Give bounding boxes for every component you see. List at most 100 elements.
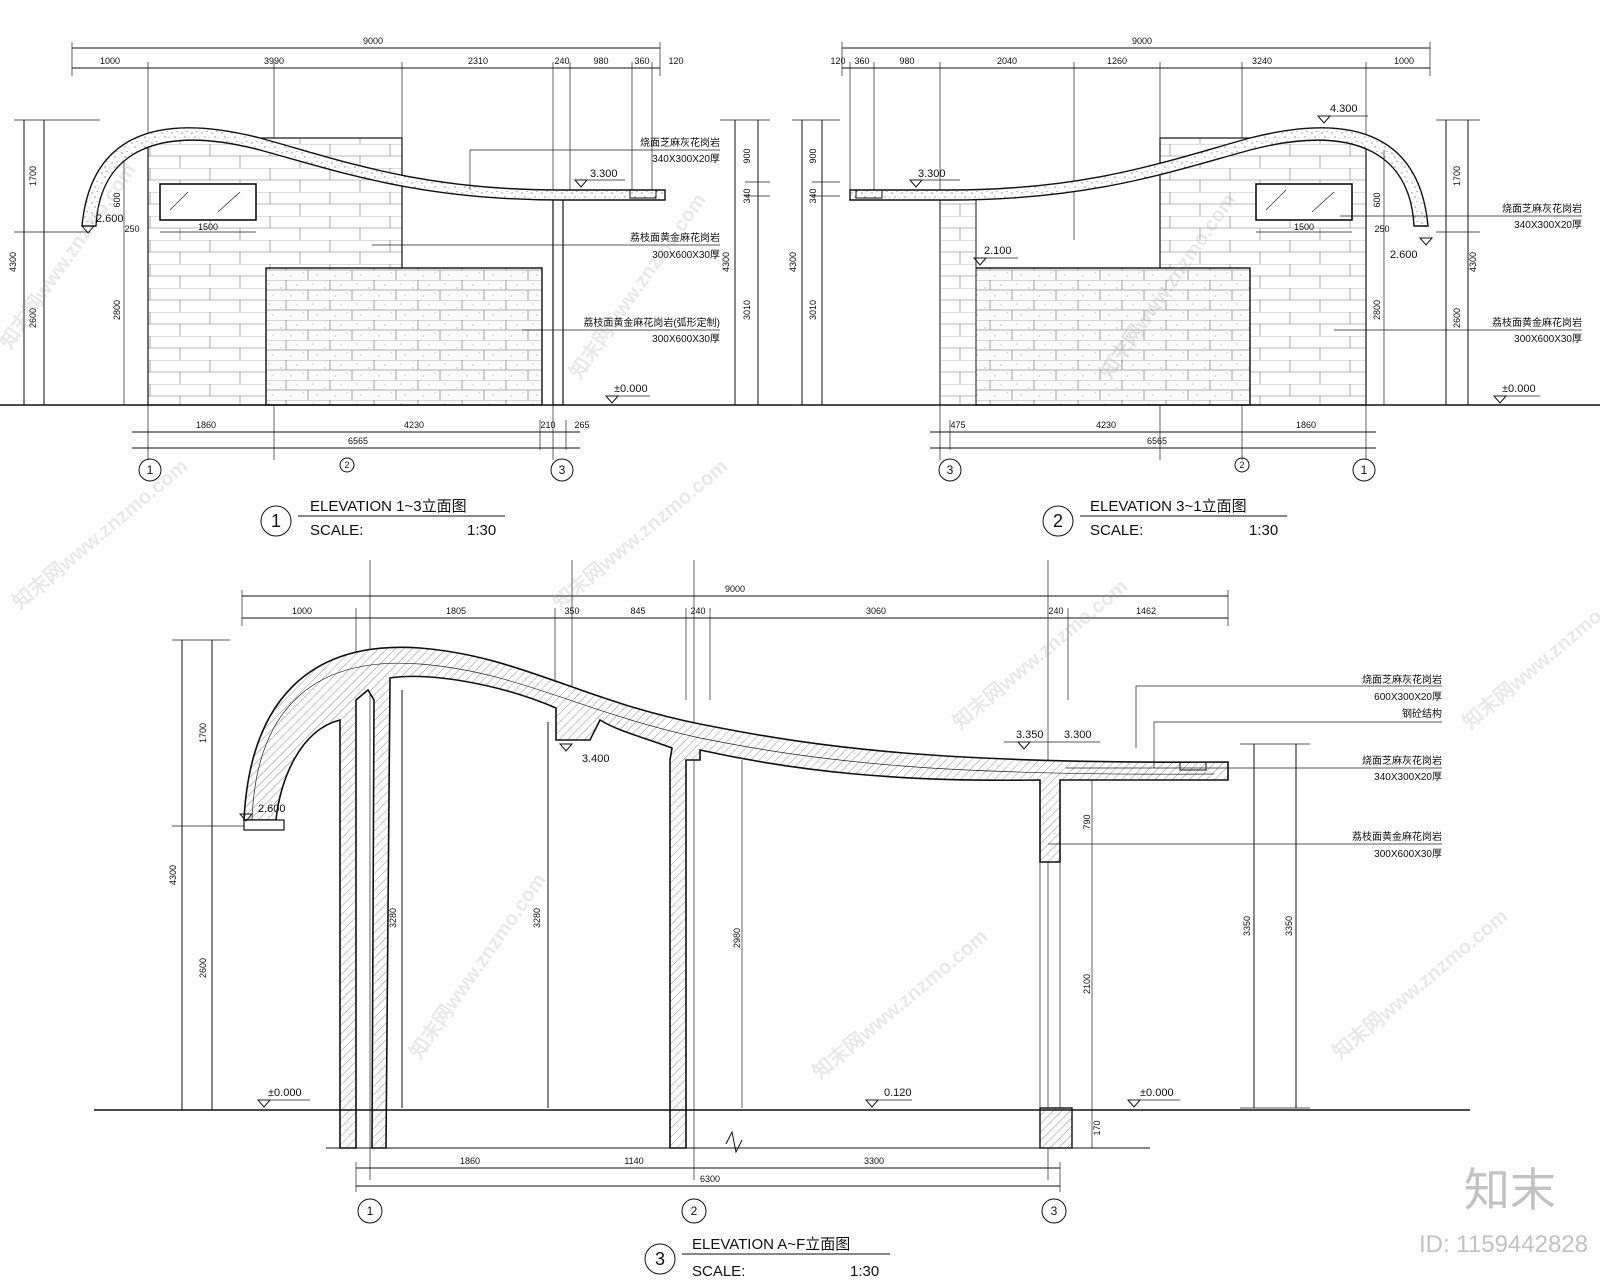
- e1-title: ELEVATION 1~3立面图: [310, 498, 467, 515]
- e2-title: ELEVATION 3~1立面图: [1090, 498, 1247, 515]
- e3-right-total: 3350: [1242, 916, 1252, 936]
- e1-bottom-dim: 1860: [196, 420, 216, 430]
- e3-note-line1: 荔枝面黄金麻花岗岩: [1352, 830, 1442, 843]
- e3-level-ground-left: ±0.000: [268, 1087, 302, 1099]
- e2-badge: 2: [1053, 511, 1063, 531]
- e2-top-dim: 1000: [1394, 56, 1414, 66]
- watermark-text: 知末网www.znzmo.com: [808, 924, 992, 1084]
- e2-bottom-dim: 4230: [1096, 420, 1116, 430]
- watermark-text: 知末网www.znzmo.com: [548, 454, 732, 614]
- watermark-text: 知末网www.znzmo.com: [0, 159, 141, 353]
- e2-bottom-dim: 1860: [1296, 420, 1316, 430]
- watermark-text: 知末网www.znzmo.com: [948, 574, 1132, 734]
- e2-top-dim: 980: [899, 56, 914, 66]
- e3-top-dim: 240: [1048, 606, 1063, 616]
- e3-bottom-dim: 1860: [460, 1156, 480, 1166]
- e1-top-dim: 360: [634, 56, 649, 66]
- e3-height-dim: 3280: [532, 908, 542, 928]
- e1-top-dim: 120: [668, 56, 683, 66]
- e2-axis-label: 3: [947, 463, 954, 477]
- e2-note-line2: 300X600X30厚: [1514, 333, 1582, 345]
- e1-column: [552, 197, 564, 406]
- e1-top-total: 9000: [363, 36, 383, 46]
- e2-level-peak: 4.300: [1330, 103, 1358, 115]
- e2-window-width: 1500: [1294, 222, 1314, 232]
- e3-level-roof-end: 2.600: [258, 803, 286, 815]
- e3-left-total: 4300: [168, 865, 178, 885]
- e1-level-ground: ±0.000: [614, 383, 648, 395]
- e2-left-dim: 900: [808, 148, 818, 163]
- e1-right-dim: 900: [742, 148, 752, 163]
- e2-curved-roof: [849, 127, 1429, 227]
- e1-note-line1: 荔枝面黄金麻花岗岩(弧形定制): [583, 316, 720, 329]
- e2-scale-value: 1:30: [1249, 522, 1278, 539]
- e1-note-line1: 烧面芝麻灰花岗岩: [640, 136, 720, 149]
- e2-note-line2: 340X300X20厚: [1514, 219, 1582, 231]
- e3-note-line3: 钢砼结构: [1402, 707, 1442, 720]
- e2-top-total: 9000: [1132, 36, 1152, 46]
- e2-top-dim: 360: [854, 56, 869, 66]
- e1-bottom-dim: 210: [540, 420, 555, 430]
- image-id: ID: 1159442828: [1419, 1231, 1588, 1258]
- e2-bottom-dim: 475: [950, 420, 965, 430]
- watermark-text: 知末网www.znzmo.com: [1458, 574, 1600, 734]
- e2-right-dim: 1700: [1452, 166, 1462, 186]
- e2-right-dim: 2600: [1452, 308, 1462, 328]
- e1-top-dim: 980: [593, 56, 608, 66]
- e3-axis-label: 3: [1051, 1204, 1058, 1218]
- e3-top-dim: 350: [564, 606, 579, 616]
- e1-top-dim: 3990: [264, 56, 284, 66]
- e3-right-vertical: 790: [1082, 814, 1092, 829]
- e1-note-line2: 300X600X30厚: [652, 249, 720, 261]
- e3-level-ground-right: ±0.000: [1140, 1087, 1174, 1099]
- e3-bottom-total: 6300: [700, 1174, 720, 1184]
- e2-window: [1255, 183, 1353, 221]
- e2-inner-dim: 2800: [1372, 300, 1382, 320]
- e3-left-dim: 1700: [198, 723, 208, 743]
- e2-right-total: 4300: [1468, 252, 1478, 272]
- e3-top-dim: 1000: [292, 606, 312, 616]
- watermark-text: 知末网www.znzmo.com: [564, 189, 710, 383]
- e3-note-line1: 烧面芝麻灰花岗岩: [1362, 673, 1442, 686]
- e2-top-dim: 1260: [1107, 56, 1127, 66]
- e1-right-dim: 3010: [742, 300, 752, 320]
- e1-bottom-dim: 4230: [404, 420, 424, 430]
- e3-top-total: 9000: [725, 584, 745, 594]
- e2-inner-dim: 600: [1372, 192, 1382, 207]
- brand-logo: 知末: [1464, 1164, 1556, 1216]
- e1-top-dim: 2310: [468, 56, 488, 66]
- e2-top-dim: 2040: [997, 56, 1017, 66]
- e3-level-floor: 0.120: [884, 1087, 912, 1099]
- e1-scale-label: SCALE:: [310, 522, 363, 539]
- e1-bottom-dim: 265: [574, 420, 589, 430]
- e3-level-beam: 3.400: [582, 753, 610, 765]
- e3-top-dim: 845: [630, 606, 645, 616]
- e1-note-line2: 300X600X30厚: [652, 333, 720, 345]
- e1-edge-dim: 250: [124, 224, 139, 234]
- e1-front-wall: [265, 267, 543, 406]
- e1-right-dim: 340: [742, 188, 752, 203]
- e3-right-total: 3350: [1284, 916, 1294, 936]
- e2-note-line1: 烧面芝麻灰花岗岩: [1502, 202, 1582, 215]
- e2-edge-dim: 250: [1374, 224, 1389, 234]
- e1-axis-label: 2: [344, 460, 349, 470]
- e2-left-total: 4300: [788, 252, 798, 272]
- e3-note-line2: 340X300X20厚: [1374, 771, 1442, 783]
- e2-top-dim: 120: [830, 56, 845, 66]
- e3-bottom-dim: 1140: [624, 1156, 643, 1166]
- e1-window: [159, 183, 257, 221]
- e1-right-total: 4300: [721, 252, 731, 272]
- e3-top-dim: 1805: [446, 606, 466, 616]
- e3-axis-label: 2: [691, 1204, 698, 1218]
- e2-level-ground: ±0.000: [1502, 383, 1536, 395]
- e3-right-vertical: 2100: [1082, 974, 1092, 994]
- e1-curved-roof: [81, 127, 666, 227]
- e2-top-dim: 3240: [1252, 56, 1272, 66]
- e2-front-wall: [973, 267, 1251, 406]
- e3-right-vertical: 170: [1092, 1120, 1102, 1135]
- e2-side-wall: [939, 197, 977, 406]
- elevation-1: 9000 1000 3990 2310 240 980 360 120 1700…: [0, 36, 800, 539]
- elevation-2: 9000 120 360 980 2040 1260 3240 1000 900…: [788, 36, 1600, 539]
- watermark-text: 知末网www.znzmo.com: [404, 869, 550, 1063]
- e3-note-line2: 600X300X20厚: [1374, 691, 1442, 703]
